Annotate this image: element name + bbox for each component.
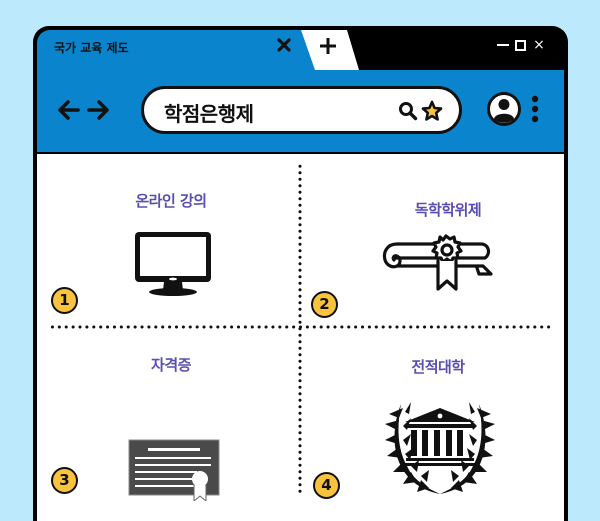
user-icon[interactable] <box>487 92 521 126</box>
close-icon[interactable]: × <box>533 37 545 53</box>
browser-window: 국가 교육 제도 × 학점은행제 <box>33 26 568 521</box>
step-badge: 4 <box>313 472 340 499</box>
address-input[interactable]: 학점은행제 <box>164 102 254 126</box>
monitor-icon <box>133 230 213 302</box>
certificate-icon <box>128 439 220 505</box>
cell-title: 전적대학 <box>411 358 465 376</box>
address-bar[interactable]: 학점은행제 <box>141 86 462 134</box>
university-laurel-icon <box>385 400 495 500</box>
more-vertical-icon[interactable] <box>531 95 539 125</box>
window-controls: × <box>497 38 546 52</box>
diploma-scroll-icon <box>381 234 493 302</box>
step-badge: 1 <box>51 287 78 314</box>
page-content: 온라인 강의 1 독학학위제 <box>37 154 564 521</box>
tab-title: 국가 교육 제도 <box>54 41 129 55</box>
cell-title: 자격증 <box>151 356 191 374</box>
arrow-right-icon[interactable] <box>85 97 111 123</box>
star-icon[interactable] <box>421 100 443 122</box>
cell-title: 온라인 강의 <box>135 192 207 210</box>
cell-title: 독학학위제 <box>414 201 482 219</box>
arrow-left-icon[interactable] <box>56 97 82 123</box>
maximize-icon[interactable] <box>515 39 526 51</box>
step-badge: 2 <box>311 291 338 318</box>
browser-toolbar: 학점은행제 <box>37 70 564 152</box>
plus-icon[interactable] <box>316 34 340 58</box>
search-icon[interactable] <box>398 101 418 121</box>
divider-vertical <box>298 163 302 495</box>
tab-bar: 국가 교육 제도 × <box>33 26 568 70</box>
minimize-icon[interactable] <box>497 44 509 46</box>
step-badge: 3 <box>51 467 78 494</box>
divider-horizontal <box>49 325 552 329</box>
close-icon[interactable] <box>274 35 294 55</box>
